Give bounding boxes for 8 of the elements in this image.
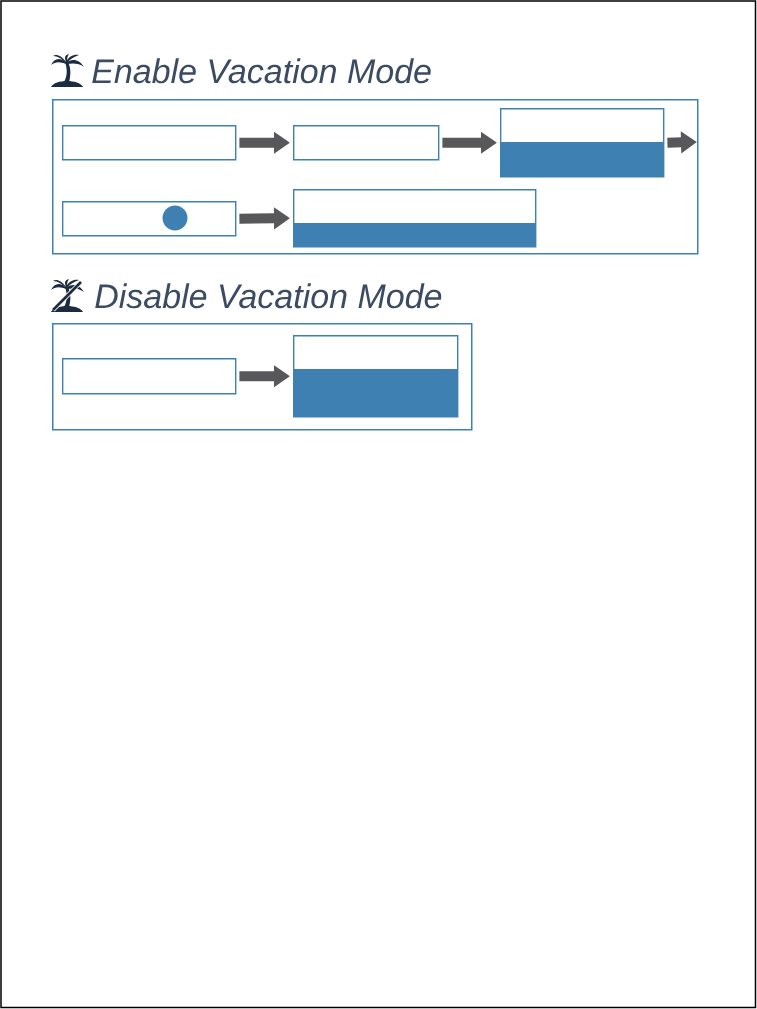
screen-box	[500, 108, 665, 178]
section-heading: Enable Vacation Mode	[92, 58, 431, 84]
screen-box	[293, 189, 537, 248]
screen-box	[293, 335, 459, 418]
step-box	[62, 125, 237, 161]
step-box	[62, 358, 237, 395]
section-heading: Disable Vacation Mode	[95, 283, 442, 309]
step-box	[293, 125, 440, 161]
